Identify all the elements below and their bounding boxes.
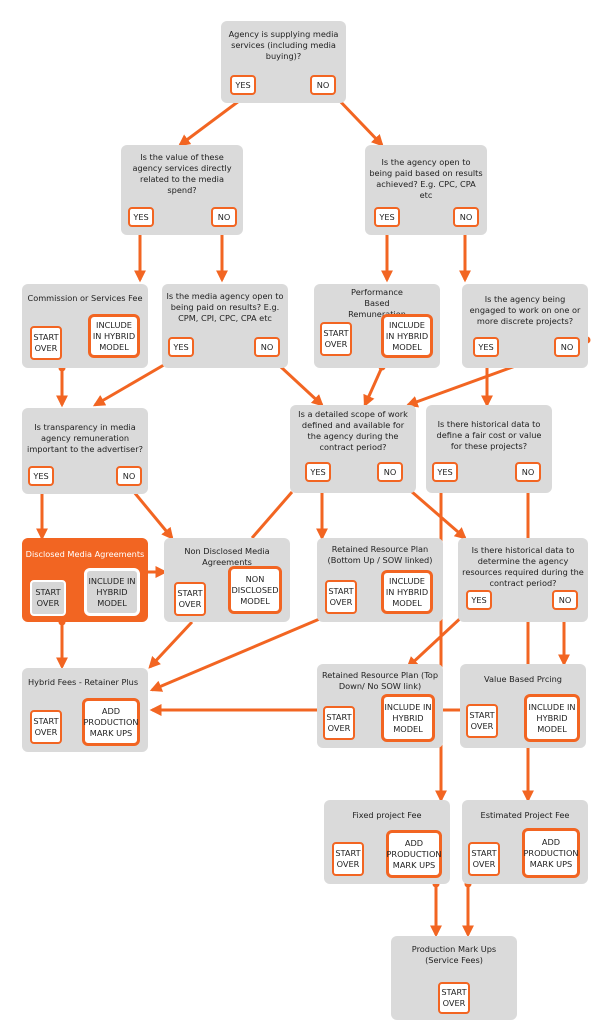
node-title: Agency is supplying media services (incl… [228,29,339,61]
include-in-hybrid-model-button[interactable]: INCLUDE IN HYBRID MODEL [381,694,435,742]
node-estimated-project-fee: Estimated Project Fee START OVER ADD PRO… [462,800,588,884]
node-scope-of-work: Is a detailed scope of work defined and … [290,405,416,493]
node-title: Disclosed Media Agreements [25,549,145,559]
start-over-button[interactable]: START OVER [468,842,500,876]
yes-button[interactable]: YES [473,337,499,357]
no-button[interactable]: NO [554,337,580,357]
include-in-hybrid-model-button[interactable]: INCLUDE IN HYBRID MODEL [381,570,433,614]
yes-button[interactable]: YES [305,462,331,482]
include-in-hybrid-model-button[interactable]: INCLUDE IN HYBRID MODEL [88,314,140,358]
yes-button[interactable]: YES [168,337,194,357]
start-over-button[interactable]: START OVER [174,582,206,616]
node-results-based: Is the agency open to being paid based o… [365,145,487,235]
no-button[interactable]: NO [515,462,541,482]
non-disclosed-model-button[interactable]: NON DISCLOSED MODEL [228,566,282,614]
node-title: Is the agency open to being paid based o… [369,157,483,200]
no-button[interactable]: NO [377,462,403,482]
node-production-mark-ups: Production Mark Ups (Service Fees) START… [391,936,517,1020]
node-retained-resource-bottom-up: Retained Resource Plan (Bottom Up / SOW … [317,538,443,622]
connector-performance-start [363,366,384,408]
start-over-button[interactable]: START OVER [30,326,62,360]
start-over-button[interactable]: START OVER [30,580,66,616]
yes-button[interactable]: YES [230,75,256,95]
add-production-mark-ups-button[interactable]: ADD PRODUCTION MARK UPS [386,830,442,878]
node-title: Fixed project Fee [352,810,422,820]
node-title: Is there historical data to define a fai… [436,419,542,451]
node-title: Is there historical data to determine th… [462,545,584,588]
no-button[interactable]: NO [310,75,336,95]
node-performance-remuneration: Performance Based Remuneration START OVE… [314,284,440,368]
yes-button[interactable]: YES [374,207,400,227]
include-in-hybrid-model-button[interactable]: INCLUDE IN HYBRID MODEL [524,694,580,742]
node-title: Is the media agency open to being paid o… [166,291,284,323]
node-title: Performance Based Remuneration [348,287,406,319]
start-over-button[interactable]: START OVER [466,704,498,738]
node-title: Hybrid Fees - Retainer Plus [28,677,139,687]
node-title: Retained Resource Plan (Bottom Up / SOW … [327,544,433,565]
start-over-button[interactable]: START OVER [325,580,357,614]
node-fixed-project-fee: Fixed project Fee START OVER ADD PRODUCT… [324,800,450,884]
no-button[interactable]: NO [254,337,280,357]
node-title: Retained Resource Plan (Top Down/ No SOW… [321,670,439,691]
node-title: Is the value of these agency services di… [132,152,232,195]
node-title: Commission or Services Fee [27,293,143,303]
node-value-related: Is the value of these agency services di… [121,145,243,235]
start-over-button[interactable]: START OVER [323,706,355,740]
node-commission-fee: Commission or Services Fee START OVER IN… [22,284,148,368]
add-production-mark-ups-button[interactable]: ADD PRODUCTION MARK UPS [522,828,580,878]
node-historical-resources: Is there historical data to determine th… [458,538,588,622]
no-button[interactable]: NO [552,590,578,610]
yes-button[interactable]: YES [432,462,458,482]
node-title: Is transparency in media agency remunera… [27,422,143,454]
connector-nondisclosed-to-hybrid [148,620,194,669]
node-value-based-pricing: Value Based Prcing START OVER INCLUDE IN… [460,664,586,748]
node-title: Production Mark Ups (Service Fees) [411,944,497,965]
add-production-mark-ups-button[interactable]: ADD PRODUCTION MARK UPS [82,698,140,746]
node-non-disclosed-media-agreements: Non Disclosed Media Agreements START OVE… [164,538,290,622]
no-button[interactable]: NO [453,207,479,227]
connector-media-no [335,96,384,147]
yes-button[interactable]: YES [466,590,492,610]
node-discrete-projects: Is the agency being engaged to work on o… [462,284,588,368]
no-button[interactable]: NO [211,207,237,227]
connector-transparency-no [127,485,174,540]
node-historical-projects: Is there historical data to define a fai… [426,405,552,493]
node-retained-resource-top-down: Retained Resource Plan (Top Down/ No SOW… [317,664,443,748]
no-button[interactable]: NO [116,466,142,486]
start-over-button[interactable]: START OVER [438,982,470,1014]
node-title: Is the agency being engaged to work on o… [469,294,581,326]
connector-media-yes [178,96,244,147]
start-over-button[interactable]: START OVER [332,842,364,876]
node-paid-on-results: Is the media agency open to being paid o… [162,284,288,368]
include-in-hybrid-model-button[interactable]: INCLUDE IN HYBRID MODEL [381,314,433,358]
include-in-hybrid-model-button[interactable]: INCLUDE IN HYBRID MODEL [84,568,140,616]
start-over-button[interactable]: START OVER [320,322,352,356]
start-over-button[interactable]: START OVER [30,710,62,744]
node-hybrid-fees-retainer-plus: Hybrid Fees - Retainer Plus START OVER A… [22,668,148,752]
connector-scope-to-nondisclosed [250,491,294,539]
node-title: Value Based Prcing [484,674,562,684]
node-disclosed-media-agreements: Disclosed Media Agreements START OVER IN… [22,538,148,622]
node-title: Is a detailed scope of work defined and … [298,409,408,452]
node-title: Estimated Project Fee [480,810,570,820]
yes-button[interactable]: YES [128,207,154,227]
node-media-supply: Agency is supplying media services (incl… [221,21,346,103]
node-transparency: Is transparency in media agency remunera… [22,408,148,494]
connector-retainedbu-to-hybrid [149,610,337,692]
yes-button[interactable]: YES [28,466,54,486]
connector-scope-no [403,483,467,540]
node-title: Non Disclosed Media Agreements [184,546,270,567]
